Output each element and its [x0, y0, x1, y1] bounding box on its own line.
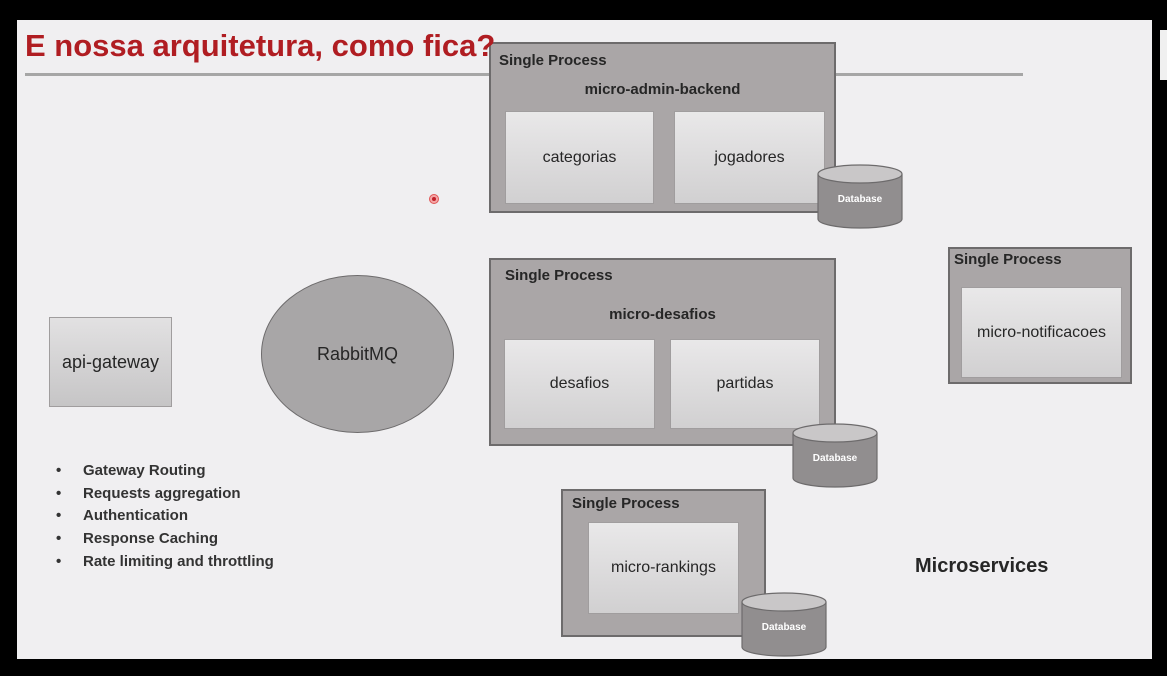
process-admin-backend: Single Process micro-admin-backend categ… — [489, 42, 836, 213]
module-desafios: desafios — [504, 339, 655, 429]
database-desafios: Database — [792, 423, 878, 489]
rabbitmq-ellipse: RabbitMQ — [261, 275, 454, 433]
process-rankings: Single Process micro-rankings — [561, 489, 766, 637]
laser-pointer-icon — [429, 194, 439, 204]
database-admin-backend: Database — [817, 164, 903, 230]
process-label: Single Process — [954, 251, 1062, 268]
database-icon — [817, 164, 903, 229]
database-label: Database — [837, 194, 883, 205]
list-item: Authentication — [53, 505, 274, 528]
database-icon — [792, 423, 878, 488]
database-label: Database — [812, 453, 858, 464]
database-label: Database — [761, 622, 807, 633]
list-item: Requests aggregation — [53, 483, 274, 506]
adjacent-window-edge — [1160, 30, 1167, 80]
module-partidas: partidas — [670, 339, 820, 429]
slide: E nossa arquitetura, como fica? Single P… — [17, 20, 1152, 659]
process-label: Single Process — [505, 267, 613, 284]
list-item: Gateway Routing — [53, 460, 274, 483]
microservices-label: Microservices — [915, 555, 1049, 577]
database-rankings: Database — [741, 592, 827, 658]
list-item: Rate limiting and throttling — [53, 551, 274, 574]
api-gateway-box: api-gateway — [49, 317, 172, 407]
service-name-admin-backend: micro-admin-backend — [584, 81, 741, 98]
module-micro-notificacoes: micro-notificacoes — [961, 287, 1122, 378]
module-categorias: categorias — [505, 111, 654, 204]
database-icon — [741, 592, 827, 657]
list-item: Response Caching — [53, 528, 274, 551]
module-jogadores: jogadores — [674, 111, 825, 204]
process-desafios: Single Process micro-desafios desafios p… — [489, 258, 836, 446]
service-name-desafios: micro-desafios — [609, 306, 716, 323]
gateway-feature-list: Gateway Routing Requests aggregation Aut… — [53, 460, 274, 574]
process-label: Single Process — [572, 495, 680, 512]
slide-title: E nossa arquitetura, como fica? — [25, 28, 496, 63]
process-label: Single Process — [499, 52, 607, 69]
process-notificacoes: Single Process micro-notificacoes — [948, 247, 1132, 384]
module-micro-rankings: micro-rankings — [588, 522, 739, 614]
